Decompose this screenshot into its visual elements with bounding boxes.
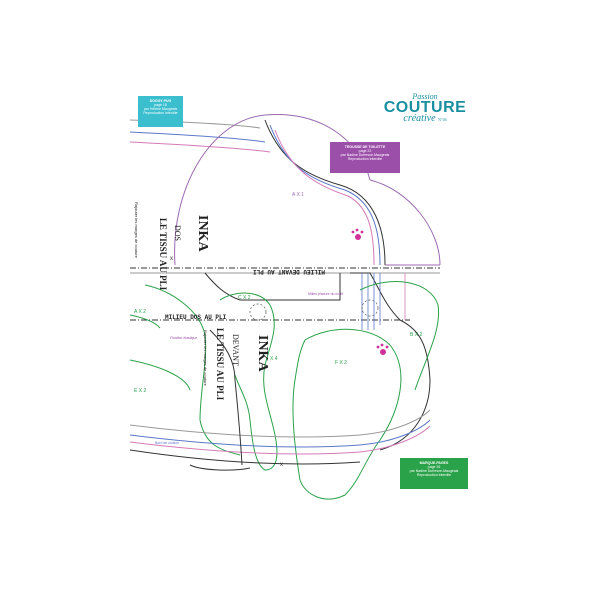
devant-seam-note: Rajouter les marges de couture bbox=[203, 330, 208, 386]
piece-code-x4: X 4 bbox=[270, 356, 278, 362]
marque-pages-label: MARQUE-PAGES page 26 par Nadine Dufresne… bbox=[400, 458, 468, 489]
piece-code-f2: F X 2 bbox=[335, 360, 347, 366]
svg-text:x: x bbox=[280, 462, 283, 468]
piece-code-e2: E X 2 bbox=[134, 388, 147, 394]
trousse-label: TROUSSE DE TOILETTE page 22 par Nadine D… bbox=[330, 142, 400, 173]
piece-code-a1: A X 1 bbox=[292, 192, 304, 198]
bord-cloison-note: Bord de cloison bbox=[155, 441, 180, 445]
paw-icon bbox=[351, 228, 364, 240]
piece-code-b2: B X 2 bbox=[410, 332, 423, 338]
piece-code-c2: C X 2 bbox=[238, 295, 251, 301]
dos-seam-note: Rajouter les marges de couture bbox=[134, 202, 139, 258]
devant-fold-note: LE TISSU AU PLI bbox=[215, 328, 225, 401]
devant-model-name: INKA bbox=[255, 335, 270, 372]
milieu-devant-label: MILIEU DEVANT AU PLI bbox=[252, 268, 325, 275]
fixation-note: Fixation élastique bbox=[170, 336, 198, 340]
svg-text:x: x bbox=[170, 256, 173, 262]
pattern-lines: x x bbox=[130, 113, 441, 500]
piece-code-a2: A X 2 bbox=[134, 309, 146, 315]
milieu-placure-note: Milieu placure du motif bbox=[308, 292, 344, 296]
brand-logo: Passion COUTURE créative N°46 bbox=[383, 92, 467, 124]
doggy-pug-label: DOGGY PUG page 18 par Hélène Maugeais Re… bbox=[138, 96, 183, 127]
milieu-dos-label: MILIEU DOS AU PLI bbox=[165, 314, 227, 321]
dos-fold-note: LE TISSU AU PLI bbox=[158, 218, 168, 291]
dos-model-name: INKA bbox=[195, 215, 210, 252]
paw-icon bbox=[376, 343, 389, 355]
pattern-sheet: x x DOGGY PUG page 18 par Hélène Maugeai… bbox=[130, 90, 475, 520]
devant-piece-name: DEVANT bbox=[231, 334, 240, 366]
dos-piece-name: DOS bbox=[173, 225, 182, 242]
